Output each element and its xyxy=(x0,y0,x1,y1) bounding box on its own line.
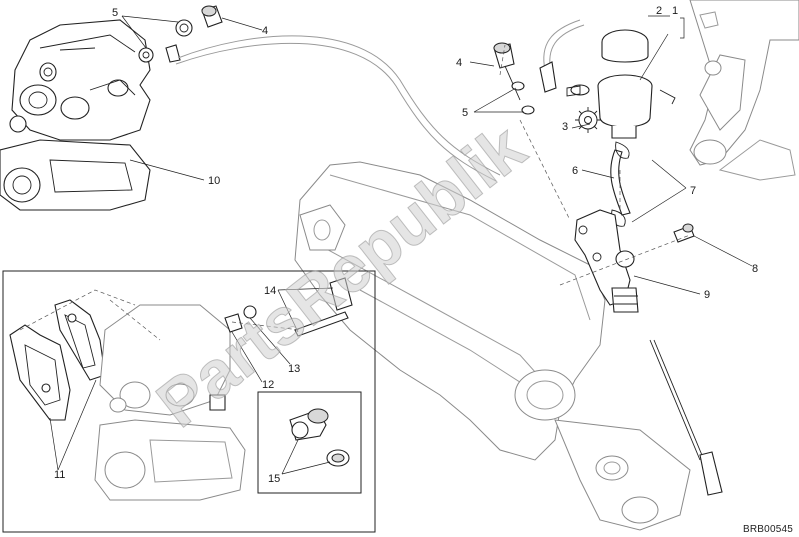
callout-4-right: 4 xyxy=(456,57,462,69)
callout-4-left: 4 xyxy=(262,25,268,37)
callout-10: 10 xyxy=(208,175,220,187)
callout-9: 9 xyxy=(704,289,710,301)
callout-11: 11 xyxy=(54,469,65,481)
callout-5-left: 5 xyxy=(112,7,118,19)
brake-pads-inset xyxy=(2,270,376,533)
callout-3: 3 xyxy=(562,121,568,133)
callout-2: 2 xyxy=(656,5,662,17)
callout-13: 13 xyxy=(288,363,300,375)
rear-master-cylinder xyxy=(574,209,723,496)
callout-7: 7 xyxy=(690,185,696,197)
mounting-bolt xyxy=(673,223,695,243)
bleed-valve-parts xyxy=(138,5,223,63)
caliper-bracket xyxy=(0,139,151,211)
rear-brake-caliper xyxy=(9,19,151,141)
callout-5-right: 5 xyxy=(462,107,468,119)
callout-15: 15 xyxy=(268,473,280,485)
callout-14: 14 xyxy=(264,285,276,297)
callout-1: 1 xyxy=(672,5,678,17)
swingarm xyxy=(294,161,691,531)
callout-8: 8 xyxy=(752,263,758,275)
callout-6: 6 xyxy=(572,165,578,177)
assembly-lines xyxy=(499,44,691,286)
callout-labels: 1 2 3 4 4 5 5 6 7 8 9 10 11 12 13 14 15 xyxy=(54,5,758,485)
callout-leaders xyxy=(49,15,753,475)
diagram-reference-code: BRB00545 xyxy=(743,524,793,535)
callout-12: 12 xyxy=(262,379,274,391)
reservoir-hose xyxy=(610,141,631,227)
frame-section xyxy=(689,0,799,181)
brake-hose xyxy=(175,19,585,182)
brake-fluid-reservoir xyxy=(566,29,676,139)
bracket-group-1 xyxy=(680,17,685,39)
gear-icon xyxy=(575,107,601,133)
